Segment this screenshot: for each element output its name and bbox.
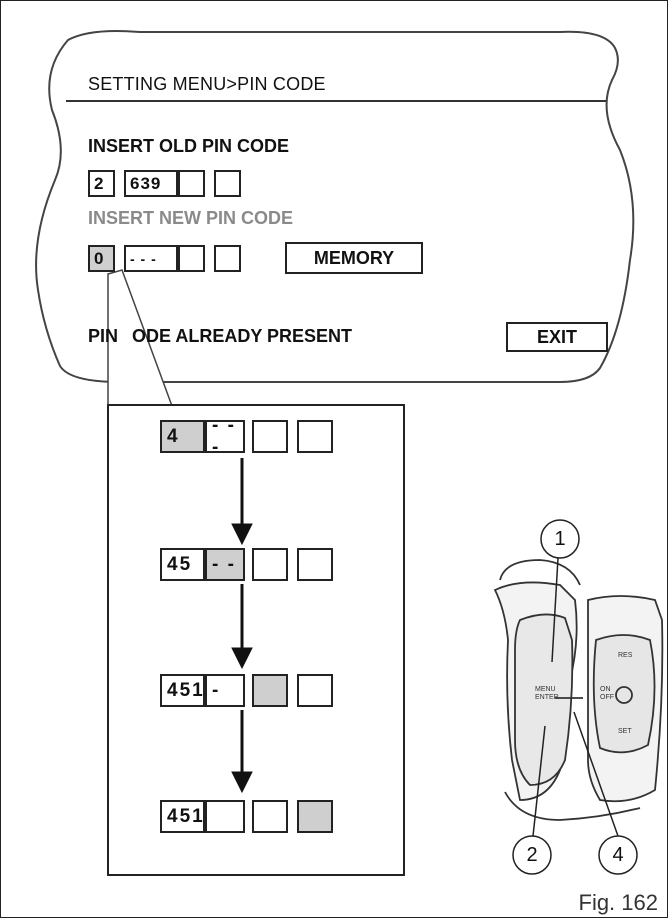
sequence-step-1-box-4 bbox=[297, 420, 333, 453]
breadcrumb-title: SETTING MENU>PIN CODE bbox=[88, 74, 326, 94]
step-arrows bbox=[231, 458, 253, 794]
handlebar-control-illustration bbox=[493, 559, 664, 821]
menu-enter-label: MENU ENTER bbox=[535, 686, 559, 701]
sequence-step-3-box-4 bbox=[297, 674, 333, 707]
old-pin-box-2[interactable]: 639 bbox=[124, 170, 178, 197]
callout-2: 2 bbox=[526, 843, 538, 866]
new-pin-label: INSERT NEW PIN CODE bbox=[88, 208, 294, 228]
sequence-step-1-box-1: 4 bbox=[160, 420, 205, 453]
new-pin-box-2[interactable]: - - - bbox=[124, 245, 178, 272]
new-pin-box-3[interactable] bbox=[178, 245, 205, 272]
status-message-tail: ODE ALREADY PRESENT bbox=[132, 326, 353, 346]
callout-4: 4 bbox=[612, 843, 624, 866]
sequence-step-2-box-3 bbox=[252, 548, 288, 581]
figure-label: Fig. 162 bbox=[578, 890, 659, 915]
sequence-step-1-box-3 bbox=[252, 420, 288, 453]
set-label: SET bbox=[618, 728, 632, 735]
callout-circles bbox=[512, 519, 638, 875]
sequence-step-4-box-4 bbox=[297, 800, 333, 833]
res-label: RES bbox=[618, 652, 633, 659]
sequence-step-1-box-2: - - - bbox=[205, 415, 245, 458]
status-message: PIN ODE ALREADY PRESENT bbox=[88, 326, 352, 347]
old-pin-label: INSERT OLD PIN CODE bbox=[88, 136, 290, 156]
callout-1: 1 bbox=[554, 527, 566, 550]
new-pin-box-1[interactable]: 0 bbox=[88, 245, 115, 272]
old-pin-box-1[interactable]: 2 bbox=[88, 170, 115, 197]
sequence-panel bbox=[107, 404, 405, 876]
sequence-step-2-box-1: 45 bbox=[160, 548, 205, 581]
sequence-step-2-box-4 bbox=[297, 548, 333, 581]
sequence-step-3-box-2: - bbox=[205, 674, 245, 707]
sequence-step-3-box-3 bbox=[252, 674, 288, 707]
sequence-step-2-box-2: - - bbox=[205, 548, 245, 581]
old-pin-box-4[interactable] bbox=[214, 170, 241, 197]
lcd-outline bbox=[35, 30, 635, 383]
sequence-step-4-box-2 bbox=[205, 800, 245, 833]
on-off-label: ON OFF bbox=[600, 686, 614, 701]
sequence-step-4-box-3 bbox=[252, 800, 288, 833]
callout-lines bbox=[532, 557, 619, 837]
memory-button[interactable]: MEMORY bbox=[285, 242, 423, 274]
new-pin-box-4[interactable] bbox=[214, 245, 241, 272]
exit-button[interactable]: EXIT bbox=[506, 322, 608, 352]
sequence-step-3-box-1: 451 bbox=[160, 674, 205, 707]
old-pin-box-3[interactable] bbox=[178, 170, 205, 197]
status-message-visible: PIN bbox=[88, 326, 119, 346]
sequence-step-4-box-1: 4513 bbox=[160, 800, 215, 833]
